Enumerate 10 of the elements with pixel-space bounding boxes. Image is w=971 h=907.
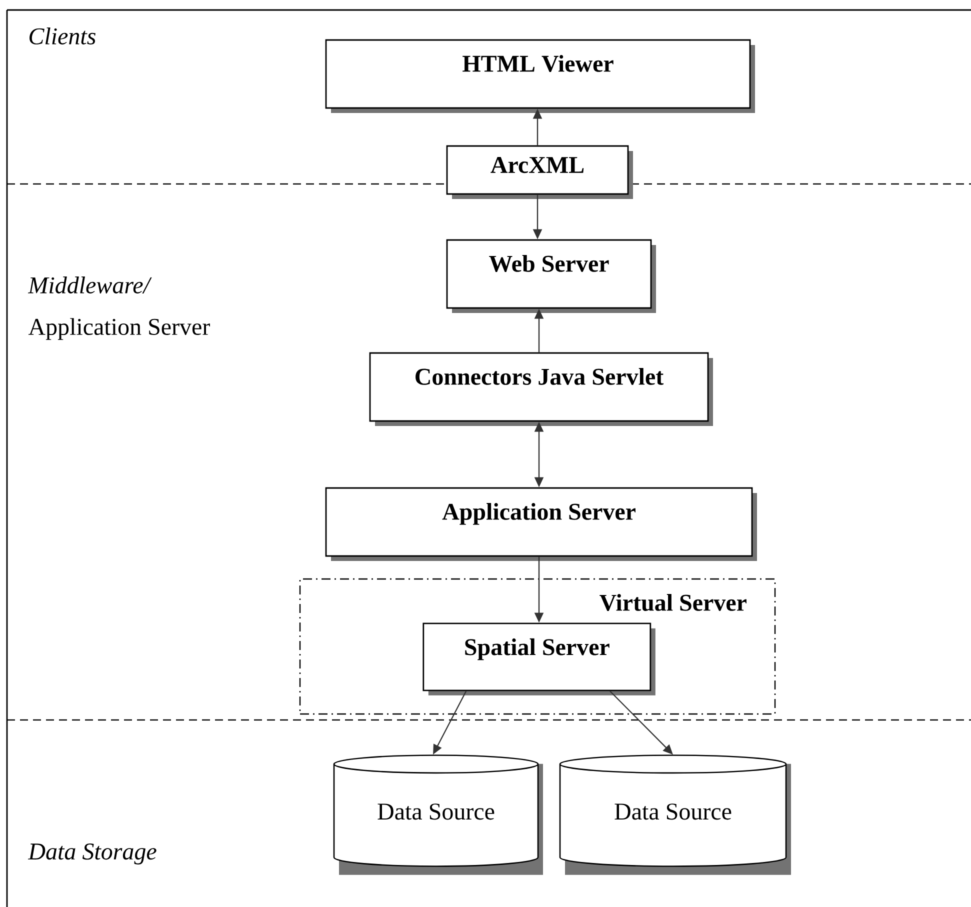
process-box: Spatial Server [422, 622, 656, 696]
process-box: ArcXML [446, 145, 633, 199]
layer-label: Middleware/ [28, 276, 152, 294]
process-box: HTML Viewer [325, 39, 755, 113]
process-box: Web Server [446, 239, 656, 313]
process-box: Connectors Java Servlet [369, 352, 713, 426]
process-box: Application Server [325, 487, 757, 561]
layer-label: Clients [30, 28, 96, 44]
layer-label: Application Server [28, 318, 210, 340]
layer-label: Data Storage [28, 844, 156, 865]
